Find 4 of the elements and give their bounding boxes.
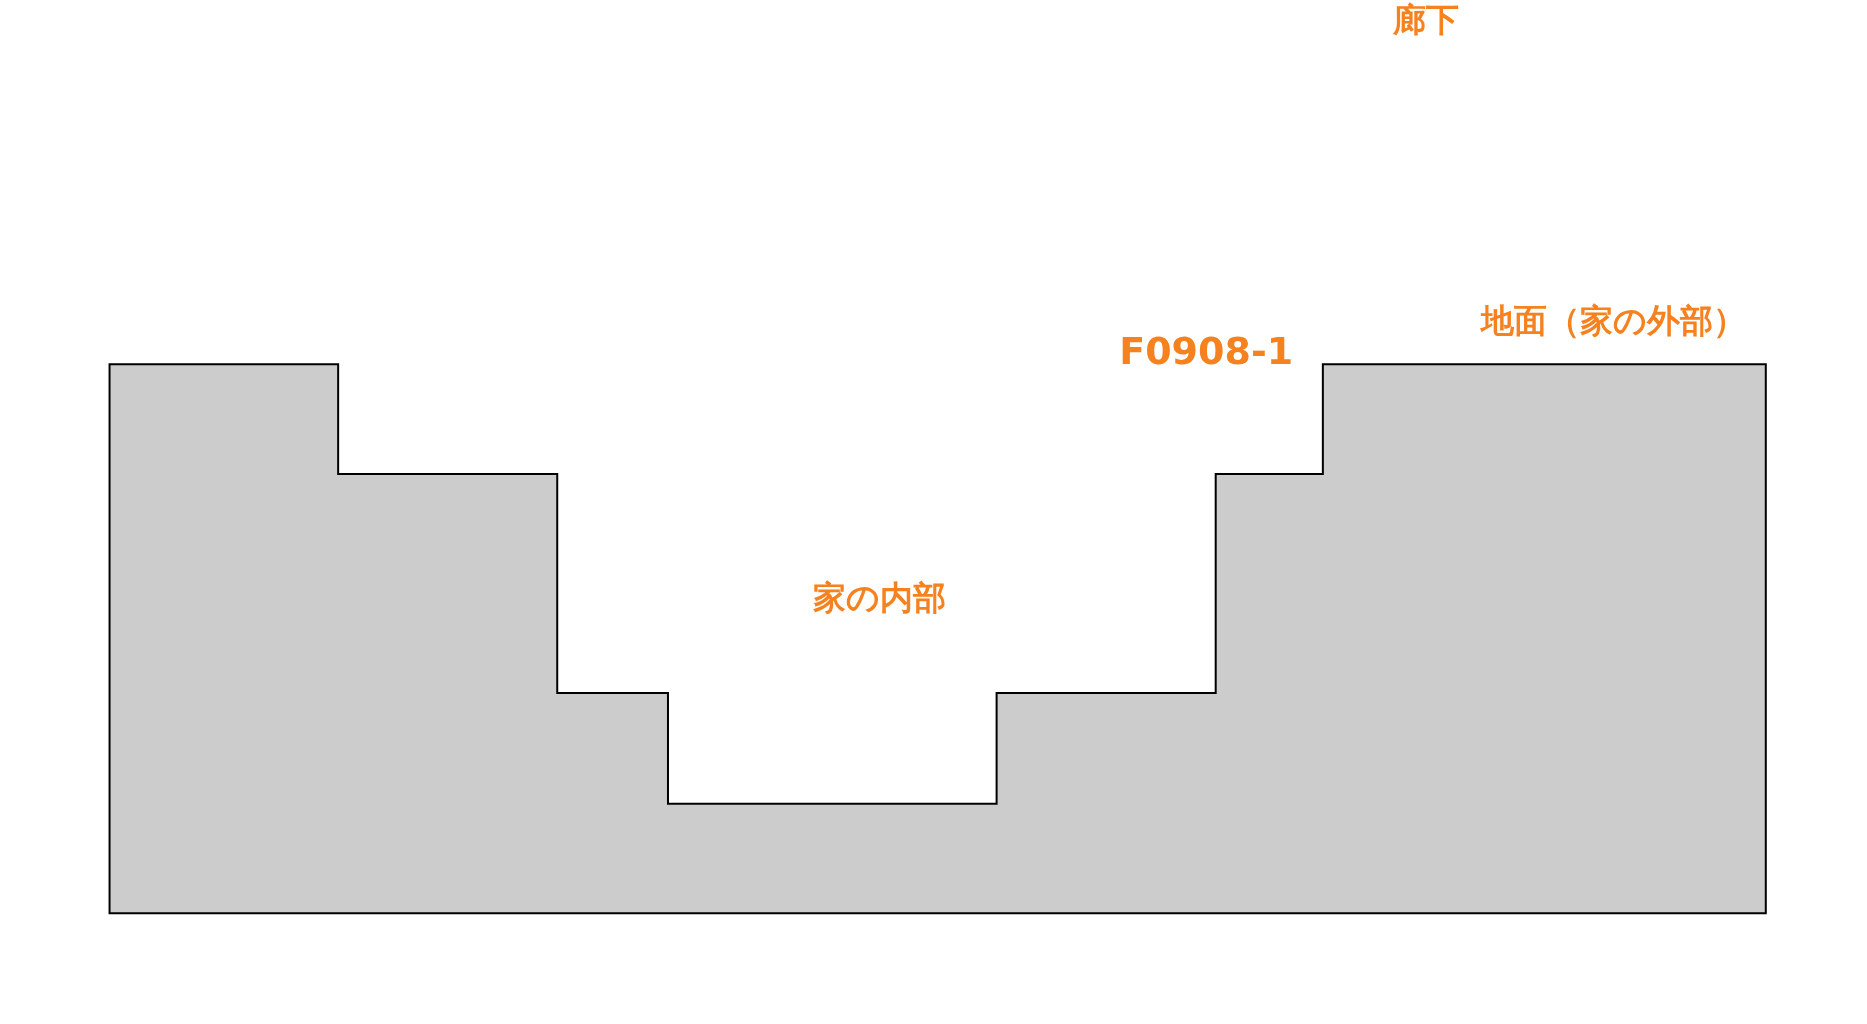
figure-id-label: F0908-1 — [1119, 329, 1294, 374]
ground-label: 地面（家の外部） — [1480, 300, 1746, 342]
interior-label: 家の内部 — [813, 576, 947, 619]
corridor-label: 廊下 — [1393, 0, 1460, 41]
